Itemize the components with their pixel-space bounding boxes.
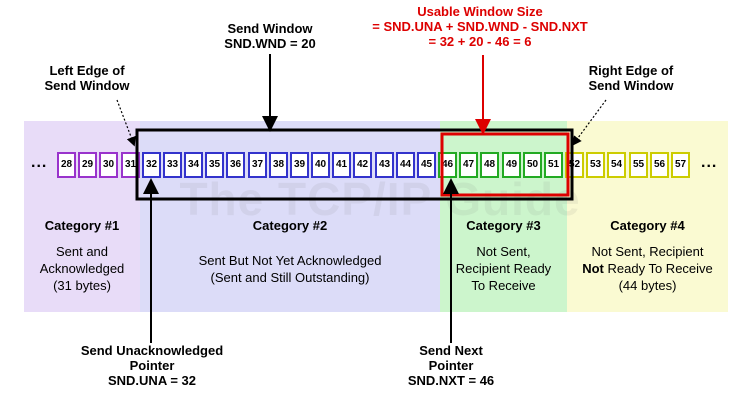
send-window-label: Send Window SND.WND = 20 xyxy=(200,21,340,51)
byte-cell-32: 32 xyxy=(142,152,161,178)
usable-window-formula: = SND.UNA + SND.WND - SND.NXT xyxy=(372,19,588,34)
left-edge-line2: Send Window xyxy=(44,78,130,93)
byte-cell-35: 35 xyxy=(205,152,224,178)
byte-cell-54: 54 xyxy=(607,152,626,178)
send-window-size: SND.WND = 20 xyxy=(224,36,316,51)
byte-cell-42: 42 xyxy=(353,152,372,178)
category-2-desc: Sent But Not Yet Acknowledged (Sent and … xyxy=(198,253,382,285)
byte-cell-44: 44 xyxy=(396,152,415,178)
category-1-title: Category #1 xyxy=(44,218,120,233)
usable-window-title: Usable Window Size xyxy=(417,4,543,19)
left-edge-arrow xyxy=(116,99,136,147)
byte-cell-30: 30 xyxy=(99,152,118,178)
right-edge-arrow xyxy=(572,99,607,146)
byte-cell-40: 40 xyxy=(311,152,330,178)
category-3-desc: Not Sent, Recipient Ready To Receive xyxy=(455,244,552,293)
byte-cell-37: 37 xyxy=(248,152,267,178)
byte-cell-29: 29 xyxy=(78,152,97,178)
send-window-title: Send Window xyxy=(227,21,313,36)
byte-cell-36: 36 xyxy=(226,152,245,178)
byte-cell-47: 47 xyxy=(459,152,478,178)
usable-window-box xyxy=(440,132,570,197)
byte-cell-52: 52 xyxy=(565,152,584,178)
byte-cell-49: 49 xyxy=(502,152,521,178)
byte-cell-38: 38 xyxy=(269,152,288,178)
byte-cell-34: 34 xyxy=(184,152,203,178)
byte-cell-39: 39 xyxy=(290,152,309,178)
byte-cell-33: 33 xyxy=(163,152,182,178)
category-4-title: Category #4 xyxy=(610,218,685,233)
byte-cell-28: 28 xyxy=(57,152,76,178)
send-window-box xyxy=(135,128,574,201)
byte-cell-43: 43 xyxy=(375,152,394,178)
left-edge-label: Left Edge of Send Window xyxy=(22,63,152,93)
right-edge-line1: Right Edge of xyxy=(588,63,674,78)
byte-cell-31: 31 xyxy=(121,152,140,178)
byte-cell-45: 45 xyxy=(417,152,436,178)
usable-window-label: Usable Window Size = SND.UNA + SND.WND -… xyxy=(345,4,615,49)
category-4-desc: Not Sent, Recipient Not Ready To Receive… xyxy=(582,244,713,293)
byte-cell-56: 56 xyxy=(650,152,669,178)
byte-cell-50: 50 xyxy=(523,152,542,178)
nxt-pointer-label: Send Next Pointer SND.NXT = 46 xyxy=(407,343,495,388)
byte-cell-51: 51 xyxy=(544,152,563,178)
byte-cell-41: 41 xyxy=(332,152,351,178)
right-edge-line2: Send Window xyxy=(588,78,674,93)
category-3-title: Category #3 xyxy=(466,218,541,233)
right-edge-label: Right Edge of Send Window xyxy=(566,63,696,93)
not-emphasis: Not xyxy=(582,261,604,276)
byte-cell-53: 53 xyxy=(586,152,605,178)
ellipsis-left: ... xyxy=(31,154,48,171)
left-edge-line1: Left Edge of xyxy=(49,63,125,78)
category-2-title: Category #2 xyxy=(252,218,328,233)
byte-cell-55: 55 xyxy=(629,152,648,178)
byte-cell-48: 48 xyxy=(480,152,499,178)
ellipsis-right: ... xyxy=(701,154,718,171)
byte-cell-57: 57 xyxy=(671,152,690,178)
una-pointer-label: Send Unacknowledged Pointer SND.UNA = 32 xyxy=(80,343,224,388)
category-1-desc: Sent and Acknowledged (31 bytes) xyxy=(39,244,125,293)
usable-window-result: = 32 + 20 - 46 = 6 xyxy=(428,34,532,49)
